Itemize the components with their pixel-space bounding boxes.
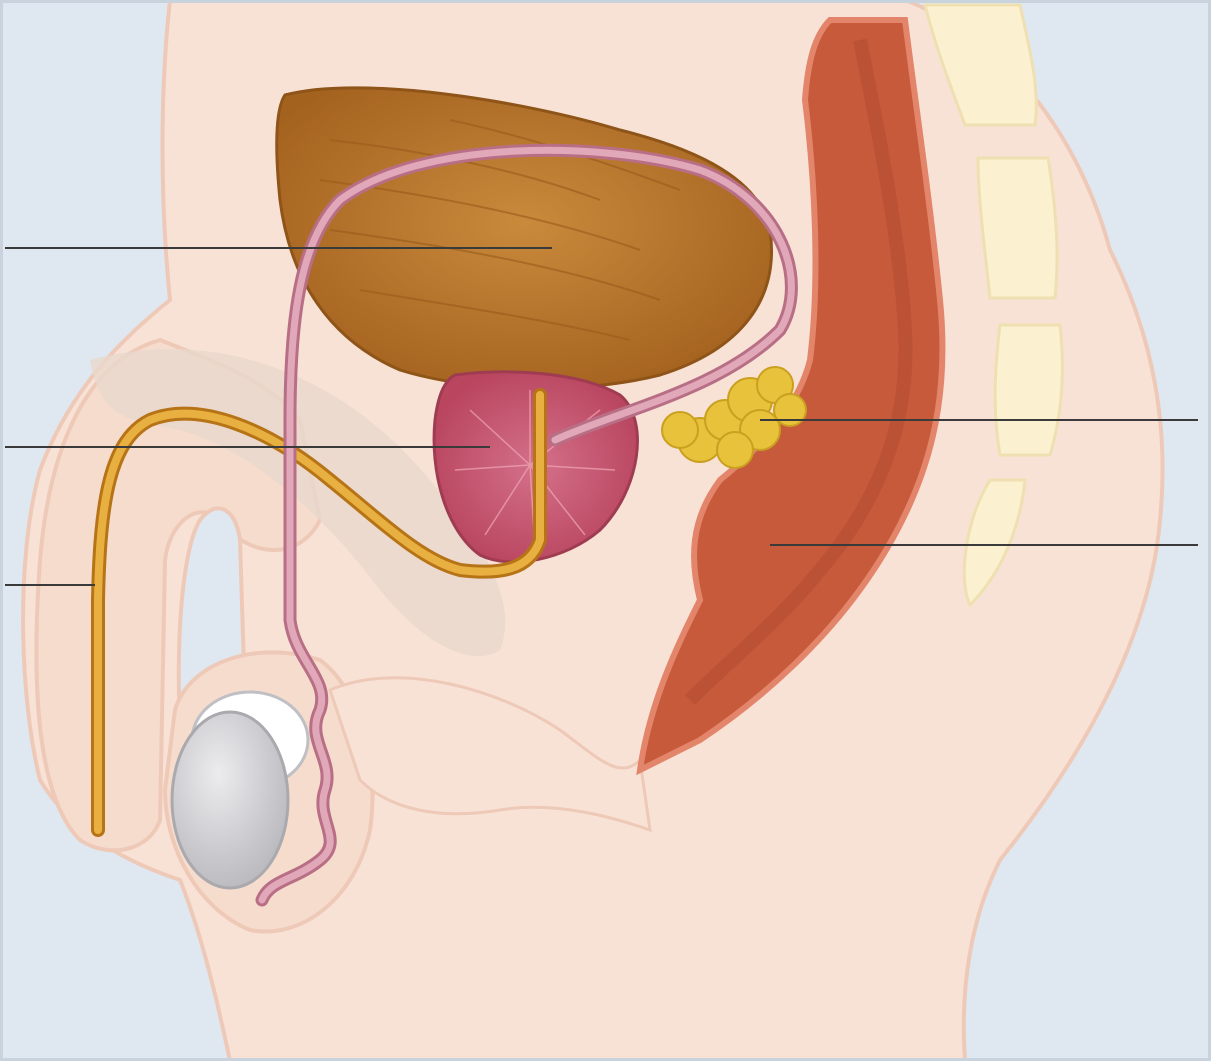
testis (172, 712, 288, 888)
vertebra-2 (978, 158, 1057, 298)
vertebra-3 (995, 325, 1062, 455)
